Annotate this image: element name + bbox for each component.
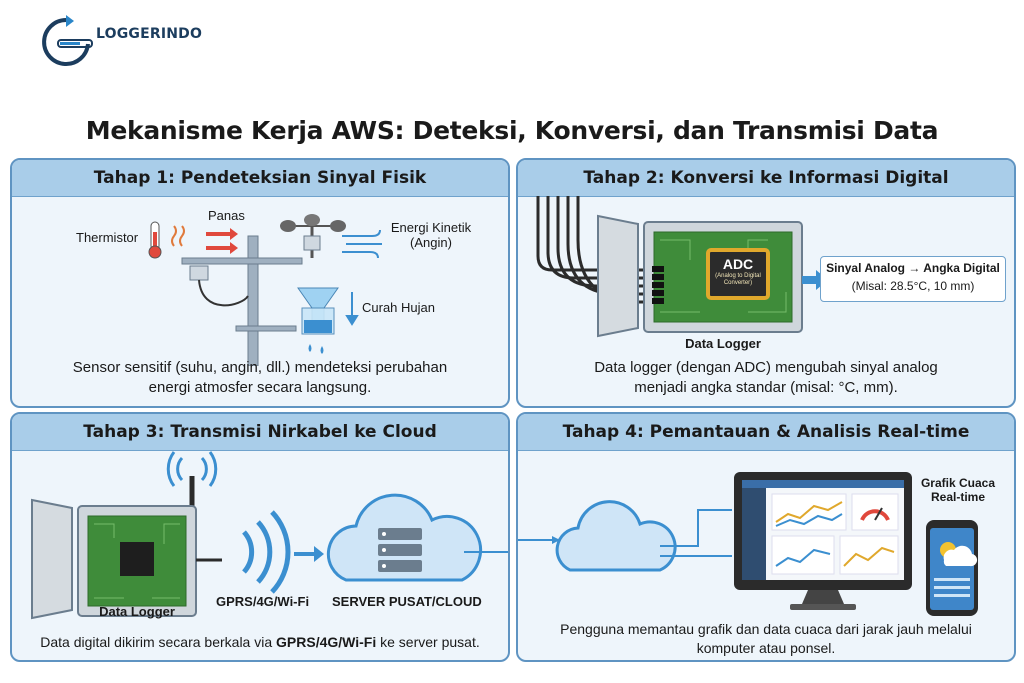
monitoring-illustration [518, 472, 978, 616]
cloud-icon [555, 500, 677, 572]
heat-label: Panas [208, 208, 245, 223]
stage-4-caption: Pengguna memantau grafik dan data cuaca … [560, 621, 972, 656]
thermistor-label: Thermistor [76, 230, 139, 245]
thermometer-icon [148, 221, 162, 259]
stage-4-title: Tahap 4: Pemantauan & Analisis Real-time [518, 414, 1014, 451]
logo-mark-icon [42, 15, 93, 66]
sensor-cables-icon [536, 196, 658, 304]
brand-name: LOGGERINDO [96, 26, 203, 42]
stage-3-title: Tahap 3: Transmisi Nirkabel ke Cloud [12, 414, 508, 451]
rain-arrow-icon [345, 292, 359, 326]
stage-1-caption: Sensor sensitif (suhu, angin, dll.) mend… [72, 359, 448, 396]
stage-1-title: Tahap 1: Pendeteksian Sinyal Fisik [12, 160, 508, 197]
stage-2-caption: Data logger (dengan ADC) mengubah sinyal… [594, 359, 938, 396]
page-title: Mekanisme Kerja AWS: Deteksi, Konversi, … [85, 116, 939, 145]
stage-3-panel: Tahap 3: Transmisi Nirkabel ke Cloud [10, 412, 510, 662]
conversion-result-box: Sinyal Analog → Angka Digital (Misal: 28… [820, 256, 1006, 302]
wireless-transmission-illustration [31, 451, 508, 620]
data-logger-adc-illustration [536, 196, 828, 338]
rain-gauge-icon [297, 287, 339, 354]
stage-1-panel: Tahap 1: Pendeteksian Sinyal Fisik [10, 158, 510, 408]
adc-chip-icon [706, 248, 770, 300]
stage-4-panel: Tahap 4: Pemantauan & Analisis Real-time [516, 412, 1016, 662]
stage-2-title: Tahap 2: Konversi ke Informasi Digital [518, 160, 1014, 197]
kinetic-energy-label: Energi Kinetik (Angin) [390, 220, 472, 250]
wind-icon [342, 229, 382, 259]
cloud-server-icon [326, 493, 483, 582]
wireless-waves-icon [242, 510, 291, 594]
smartphone-icon [926, 520, 978, 616]
monitor-icon [734, 472, 912, 610]
network-label: GPRS/4G/Wi-Fi [216, 594, 310, 609]
rainfall-label: Curah Hujan [362, 300, 435, 315]
realtime-chart-label: Grafik Cuaca Real-time [920, 476, 996, 504]
weather-station-illustration [148, 214, 382, 366]
adc-sub-label: (Analog to Digital Converter) [715, 273, 761, 286]
stage-3-caption: Data digital dikirim secara berkala via … [40, 634, 480, 650]
adc-label: ADC [722, 256, 754, 272]
server-label: SERVER PUSAT/CLOUD [332, 594, 482, 609]
data-logger-label: Data Logger [685, 336, 761, 351]
data-logger-label: Data Logger [99, 604, 175, 619]
anemometer-icon [280, 214, 346, 258]
brand-logo: LOGGERINDO [36, 12, 206, 70]
stage-2-panel: Tahap 2: Konversi ke Informasi Digital [516, 158, 1016, 408]
heat-arrows-icon [206, 228, 238, 254]
